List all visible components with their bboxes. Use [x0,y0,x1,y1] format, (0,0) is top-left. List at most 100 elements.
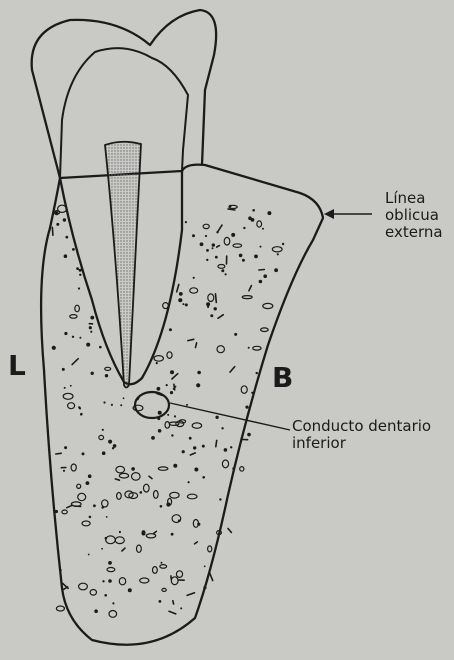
bone-speck [232,467,235,470]
label-line: oblicua [385,207,443,224]
bone-speck [193,277,195,279]
bone-trabecula [122,548,125,551]
bone-speck [274,268,278,272]
bone-speck [215,256,218,259]
bone-speck [151,436,155,440]
bone-speck [206,302,210,306]
bone-speck [178,519,181,522]
bone-lacuna [257,221,262,227]
bone-lacuna [208,294,214,302]
bone-lacuna [218,265,225,269]
bone-speck [185,221,187,223]
bone-lacuna [176,571,182,578]
bone-speck [64,332,67,335]
bone-lacuna [78,493,86,500]
bone-lacuna [263,303,273,308]
bone-trabecula [173,601,174,604]
bone-speck [277,253,279,255]
bone-speck [159,600,162,603]
bone-trabecula [217,246,220,247]
bone-lacuna [144,484,150,492]
external-oblique-line-label: Línea oblicua externa [385,190,443,241]
bone-lacuna [90,590,96,596]
bone-lacuna [56,606,64,611]
bone-trabecula [196,343,197,348]
bone-speck [70,385,72,387]
label-line: Línea [385,190,443,207]
bone-trabecula [259,270,264,271]
bone-speck [65,236,68,239]
bone-trabecula [169,611,176,614]
bone-speck [221,269,224,272]
bone-trabecula [177,285,179,292]
bone-speck [157,387,161,391]
bone-lacuna [77,484,81,488]
bone-lacuna [115,537,124,544]
bone-speck [112,602,114,604]
bone-speck [79,274,81,276]
bone-speck [170,370,174,374]
bone-speck [102,451,106,455]
bone-speck [214,307,217,310]
bone-speck [64,446,67,449]
bone-speck [196,383,200,387]
bone-lacuna [154,491,159,499]
bone-lacuna [240,467,244,472]
bone-lacuna [167,352,172,359]
bone-speck [194,468,198,472]
bone-speck [89,326,92,329]
bone-speck [185,303,188,306]
bone-lacuna [160,565,167,569]
bone-lacuna [107,568,115,572]
bone-speck [56,223,59,226]
bone-lacuna [116,466,125,473]
bone-speck [192,234,195,237]
bone-speck [112,447,114,449]
bone-speck [254,255,258,259]
bone-lacuna [102,500,108,507]
bone-speck [252,209,255,212]
bone-speck [111,404,113,406]
bone-speck [204,566,206,568]
bone-speck [189,437,192,440]
bone-speck [182,450,185,453]
bone-trabecula [115,479,119,480]
bone-speck [221,427,223,429]
bone-speck [212,243,215,246]
bone-speck [256,372,258,374]
bone-speck [224,448,228,452]
bone-speck [102,429,104,431]
bone-lacuna [171,577,178,585]
bone-speck [86,343,90,347]
bone-speck [174,415,176,417]
bone-speck [179,292,183,296]
bone-speck [262,228,264,230]
bone-lacuna [153,567,158,574]
bone-speck [169,328,172,331]
bone-speck [142,532,146,536]
bone-speck [105,537,108,540]
bone-lacuna [165,422,170,429]
bone-speck [72,248,75,251]
bone-lacuna [170,492,179,498]
oblique-line-arrow [324,209,372,219]
canal-leader-line [170,403,290,430]
bone-lacuna [242,296,252,299]
label-line: inferior [292,435,431,452]
bone-lacuna [75,305,80,312]
bone-lacuna [208,546,212,552]
bone-trabecula [172,374,178,379]
bone-lacuna [109,611,117,618]
label-line: Conducto dentario [292,418,431,435]
bone-trabecula [228,209,235,210]
bone-speck [263,274,267,278]
bone-speck [108,579,112,583]
bone-speck [243,227,245,229]
bone-lacuna [71,464,76,471]
buccal-label: B [272,364,293,392]
pulp-chamber [105,142,141,388]
bone-speck [79,269,82,272]
bone-speck [259,280,263,284]
bone-lacuna [203,224,209,228]
bone-lacuna [105,367,111,370]
